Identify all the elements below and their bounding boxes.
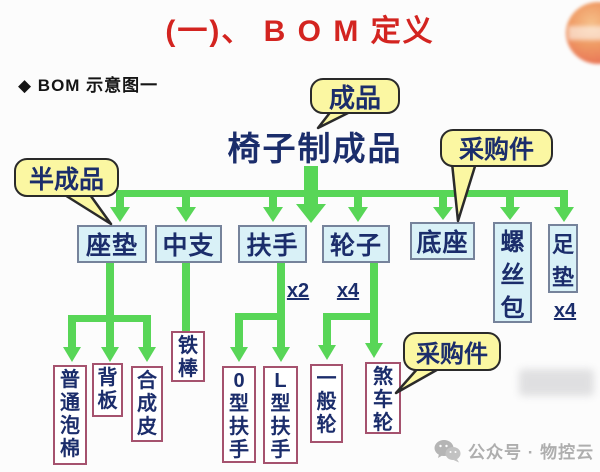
corner-logo-band — [568, 26, 600, 40]
callout-purchased-top: 采购件 — [440, 129, 553, 167]
root-node-chair-finished-product: 椅子制成品 — [227, 130, 403, 167]
callout-semi-finished: 半成品 — [14, 158, 119, 197]
callout-purchased-bottom: 采购件 — [403, 332, 501, 371]
tail-purchased-top — [450, 161, 478, 223]
wechat-watermark: 公众号 · 物控云 — [434, 438, 594, 463]
node-mid-support: 中支 — [155, 225, 222, 263]
node-wheels: 轮子 — [322, 225, 390, 263]
level2-arrows — [110, 190, 574, 222]
qty-foot-pad-x4: x4 — [553, 300, 577, 322]
wechat-watermark-text: 公众号 · 物控云 — [468, 443, 595, 462]
root-arrow — [296, 166, 326, 223]
armrest-branch — [230, 263, 290, 362]
leaf-ordinary-foam: 普通泡棉 — [53, 365, 87, 465]
node-seat-cushion: 座垫 — [77, 225, 147, 263]
leaf-back-board: 背板 — [92, 363, 123, 417]
node-screw-pack: 螺丝包 — [493, 222, 532, 323]
seat-cushion-branch — [63, 263, 156, 362]
node-foot-pad: 足垫 — [548, 224, 578, 293]
leaf-l-type-armrest: L型扶手 — [263, 366, 298, 464]
wechat-icon — [434, 439, 461, 462]
page-title: (一)、 B O M 定义 — [165, 15, 435, 48]
leaf-brake-wheel: 煞车轮 — [365, 362, 401, 434]
leaf-normal-wheel: 一般轮 — [310, 364, 343, 443]
leaf-iron-bar: 铁棒 — [171, 331, 205, 382]
level2-bus-line — [116, 190, 568, 197]
node-base: 底座 — [410, 222, 475, 260]
mid-support-branch — [182, 263, 190, 333]
leaf-synthetic-leather: 合成皮 — [131, 366, 163, 442]
qty-armrest-x2: x2 — [286, 280, 310, 302]
qty-wheels-x4: x4 — [336, 280, 360, 302]
leaf-o-type-armrest: 0型扶手 — [222, 366, 256, 463]
node-armrest: 扶手 — [238, 225, 307, 263]
wheel-branch — [318, 263, 383, 360]
blurred-watermark — [519, 369, 594, 396]
section-label: ◆ BOM 示意图一 — [18, 76, 159, 95]
callout-finished-product: 成品 — [310, 78, 400, 114]
